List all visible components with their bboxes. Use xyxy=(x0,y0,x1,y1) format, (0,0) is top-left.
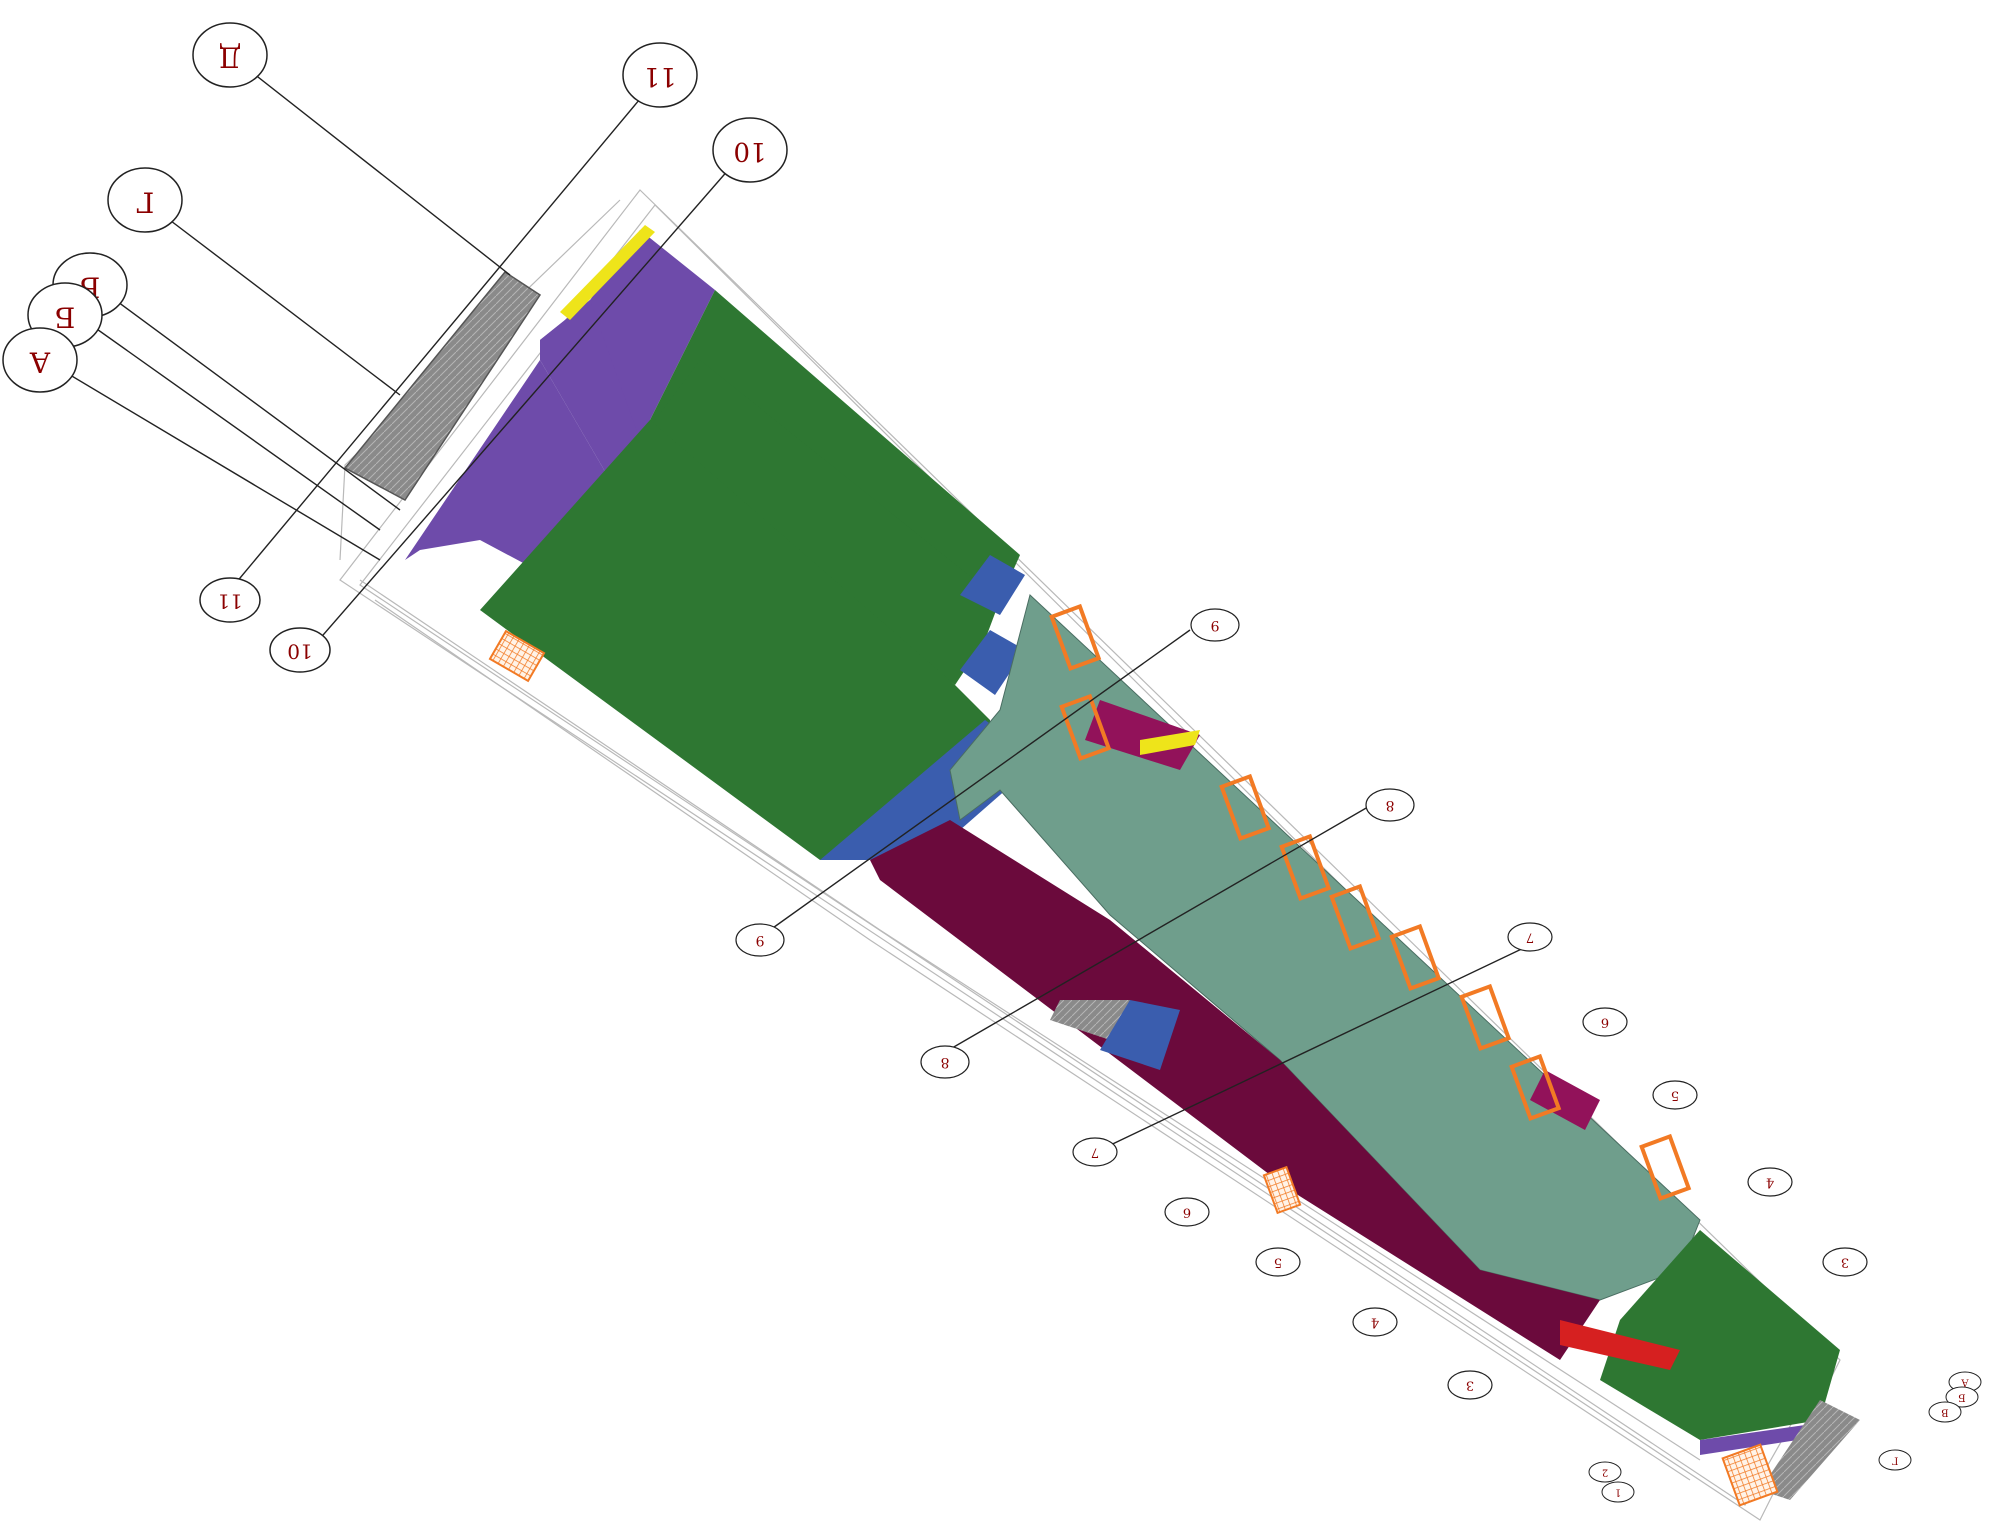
room-green-middle xyxy=(640,360,1000,685)
window-grille-top xyxy=(488,629,546,683)
bubble-5-mid: 5 xyxy=(1652,1080,1698,1110)
bubble-10-top: 10 xyxy=(712,117,788,183)
bubble-G-end-text: Г xyxy=(1891,1455,1898,1466)
bubble-3-mid: 3 xyxy=(1822,1247,1868,1277)
leader-lines xyxy=(44,54,1531,1151)
bubble-10-top-text: 10 xyxy=(733,136,766,166)
bubble-3-mid-text: 3 xyxy=(1841,1255,1849,1270)
bubble-7-low-text: 7 xyxy=(1091,1145,1099,1160)
bubble-2-low-text: 2 xyxy=(1602,1467,1608,1478)
grid-bubbles-lower: 9 8 7 6 5 4 3 2 xyxy=(735,923,1635,1503)
grid-bubbles-left: 11 10 xyxy=(199,577,331,673)
stair-block-end xyxy=(1760,1400,1860,1500)
bubble-4-mid: 4 xyxy=(1747,1167,1793,1197)
bubble-4-mid-text: 4 xyxy=(1766,1175,1774,1190)
bubble-10-left: 10 xyxy=(269,627,331,673)
bubble-A-top-text: А xyxy=(29,346,50,379)
bubble-2-low: 2 xyxy=(1588,1461,1622,1483)
bubble-G-end: Г xyxy=(1878,1449,1912,1471)
bubble-1-low-text: 1 xyxy=(1615,1487,1621,1498)
bubble-4-low-text: 4 xyxy=(1371,1315,1379,1330)
bubble-3-low-text: 3 xyxy=(1466,1378,1474,1393)
grid-bubbles-top: Д 11 10 Г В Б А xyxy=(2,22,788,393)
room-green-lower xyxy=(480,420,1040,860)
bubble-V-end-text: В xyxy=(1941,1407,1948,1418)
bubble-6-mid-text: 6 xyxy=(1601,1015,1609,1030)
bubble-1-low: 1 xyxy=(1601,1481,1635,1503)
stair-block-mid xyxy=(1050,1000,1130,1040)
room-green-upper xyxy=(640,290,1020,600)
bubble-V-end: В xyxy=(1928,1401,1962,1423)
bubble-11-top: 11 xyxy=(622,42,698,108)
bubble-4-low: 4 xyxy=(1352,1307,1398,1337)
bubble-5-mid-text: 5 xyxy=(1671,1088,1679,1103)
room-blue-4 xyxy=(1100,1000,1180,1070)
bubble-9-low-text: 9 xyxy=(756,932,765,948)
bubble-6-mid: 6 xyxy=(1582,1007,1628,1037)
bubble-8-mid-text: 8 xyxy=(1386,797,1395,813)
bubble-8-mid: 8 xyxy=(1365,788,1415,822)
yellow-accent-1 xyxy=(560,225,655,320)
window-frames xyxy=(488,603,1779,1507)
room-blue-2 xyxy=(960,630,1025,695)
bubble-9-mid-text: 9 xyxy=(1211,617,1220,633)
room-green-end xyxy=(1600,1230,1840,1440)
room-maroon-lower xyxy=(870,820,1600,1360)
red-accent xyxy=(1560,1320,1680,1370)
bubble-3-low: 3 xyxy=(1447,1370,1493,1400)
bubble-A-top: А xyxy=(2,327,78,393)
bubble-B-end: Б xyxy=(1945,1386,1979,1408)
bubble-D-top-text: Д xyxy=(219,41,242,74)
bubble-6-low: 6 xyxy=(1164,1197,1210,1227)
stair-block-top xyxy=(343,271,542,501)
bubble-7-mid: 7 xyxy=(1507,922,1553,952)
bubble-8-low-text: 8 xyxy=(941,1054,950,1070)
bubble-11-left-text: 11 xyxy=(217,590,242,614)
bubble-10-left-text: 10 xyxy=(287,640,312,664)
bubble-7-mid-text: 7 xyxy=(1526,930,1534,945)
bubble-6-low-text: 6 xyxy=(1183,1205,1191,1220)
bubble-5-low: 5 xyxy=(1255,1247,1301,1277)
bubble-11-left: 11 xyxy=(199,577,261,623)
bubble-11-top-text: 11 xyxy=(643,61,676,91)
bubble-8-low: 8 xyxy=(920,1045,970,1079)
room-magenta-2 xyxy=(1530,1070,1600,1130)
bubble-G-top-text: Г xyxy=(136,186,155,219)
yellow-accent-2 xyxy=(1140,730,1200,755)
bubble-B-top-text: Б xyxy=(55,301,76,334)
bubble-G-top: Г xyxy=(107,167,183,233)
room-blue-1 xyxy=(960,555,1025,615)
bubble-9-mid: 9 xyxy=(1190,608,1240,642)
bubble-B-end-text: Б xyxy=(1958,1392,1965,1403)
grid-bubbles-mid: 9 8 7 6 5 4 3 xyxy=(1190,608,1868,1277)
room-purple-2 xyxy=(540,300,640,480)
bubble-D-top: Д xyxy=(192,22,268,88)
bubble-5-low-text: 5 xyxy=(1274,1255,1282,1270)
room-magenta-1 xyxy=(1085,700,1200,770)
bubble-A-end-text: А xyxy=(1961,1377,1969,1388)
room-purple-1 xyxy=(540,230,715,440)
bubble-7-low: 7 xyxy=(1072,1137,1118,1167)
bubble-9-low: 9 xyxy=(735,923,785,957)
grid-bubbles-end: А Б В Г xyxy=(1878,1371,1982,1471)
